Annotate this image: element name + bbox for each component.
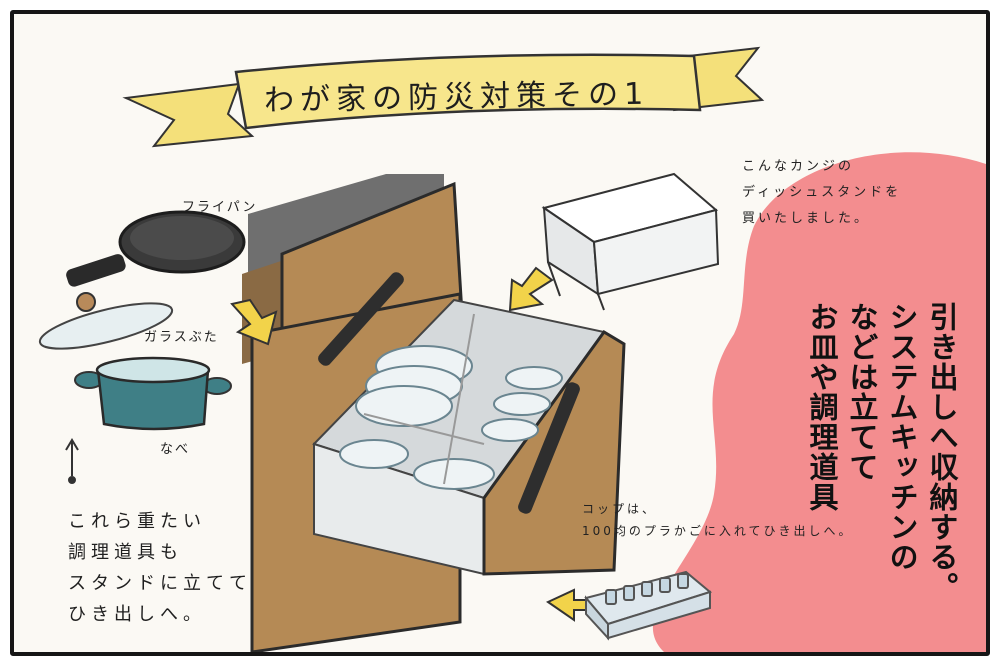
stand-note: こんなカンジの ディッシュスタンドを 買いたしました。 — [742, 159, 902, 226]
dish-stand-icon — [541, 172, 720, 311]
glass-lid-label: ガラスぶた — [144, 330, 219, 345]
comic-panel: わが家の防災対策その1 フライパン ガラスぶた なべ これら重たい 調理道具も … — [10, 10, 990, 656]
pink-blob — [652, 152, 986, 652]
pot-label: なべ — [160, 442, 191, 457]
page-title: わが家の防災対策その1 — [263, 76, 650, 119]
pot-icon — [74, 356, 232, 431]
main-text-line-3: システムキッチンの — [885, 302, 919, 572]
frying-pan-label: フライパン — [182, 200, 258, 215]
drawer — [312, 298, 626, 576]
main-text-line-4: 引き出しへ収納する。 — [925, 302, 959, 602]
glass-lid-icon — [38, 292, 174, 350]
up-arrow-icon — [65, 438, 79, 484]
main-text-line-2: などは立てて — [845, 302, 879, 482]
frying-pan-icon — [66, 210, 246, 287]
cup-tray-icon — [584, 570, 713, 641]
main-text-line-1: お皿や調理道具 — [805, 302, 839, 512]
left-note: これら重たい 調理道具も スタンドに立てて ひき出しへ。 — [68, 511, 252, 625]
title-banner — [122, 46, 765, 148]
cup-note: コップは、 100均のプラかごに入れてひき出しへ。 — [582, 502, 854, 538]
illustration — [38, 46, 986, 652]
